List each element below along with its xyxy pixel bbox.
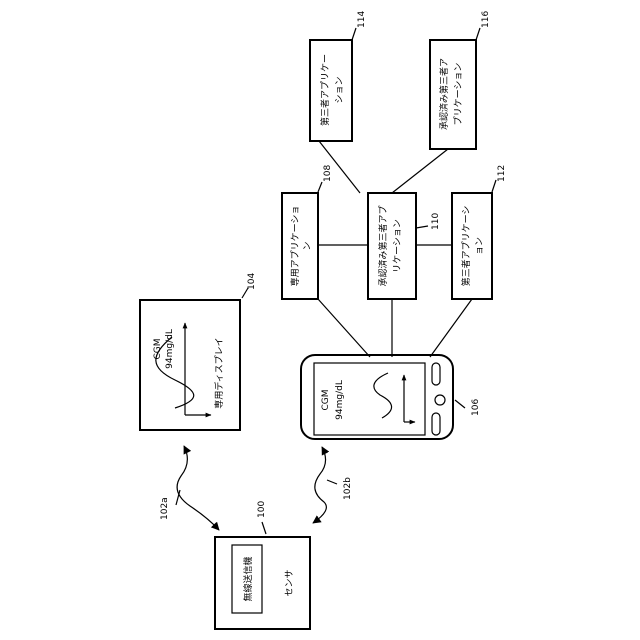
third-party-app-ref: 112: [497, 165, 507, 182]
third-party-app-2-block: 第三者アプリケー ション 114: [310, 11, 367, 141]
third-party-app-2-line1: 第三者アプリケー: [319, 54, 331, 126]
display-ref: 104: [247, 273, 257, 290]
phone-wireless-link: [313, 447, 326, 523]
display-link-ref: 102a: [160, 497, 170, 520]
sensor-ref: 100: [257, 501, 267, 518]
smartphone-block: CGM 94mg/dL 106: [301, 355, 481, 439]
sensor-block: 無線送信機 センサ 100: [215, 501, 310, 629]
approved-app-line2: リケーション: [392, 219, 403, 273]
approved-app-2-line2: プリケーション: [453, 63, 464, 126]
phone-metric-value: 94mg/dL: [335, 380, 345, 420]
phone-link-ref: 102b: [343, 477, 353, 500]
third-party-app-2-line2: ション: [335, 76, 345, 103]
approved-app-line1: 承認済み第三者アプ: [377, 205, 389, 286]
third-party-app-2-ref: 114: [357, 11, 367, 28]
phone-metric-label: CGM: [321, 389, 331, 410]
dedicated-app-line1: 専用アプリケーショ: [289, 206, 301, 287]
display-metric-label: CGM: [153, 338, 163, 359]
display-metric-value: 94mg/dL: [165, 329, 175, 369]
dedicated-display-block: CGM 94mg/dL 専用ディスプレイ 104: [140, 273, 257, 430]
display-wireless-link: [177, 446, 219, 530]
dedicated-app-ref: 108: [323, 165, 333, 182]
approved-app-ref: 110: [431, 213, 441, 230]
dedicated-app-line2: ン: [303, 241, 313, 250]
approved-app-2-line1: 承認済み第三者ア: [438, 58, 450, 130]
third-party-app-line1: 第三者アプリケーシ: [460, 206, 472, 287]
dedicated-app-block: 専用アプリケーショ ン 108: [282, 165, 333, 299]
approved-app-block: 承認済み第三者アプ リケーション 110: [368, 193, 441, 299]
approved-app-2-block: 承認済み第三者ア プリケーション 116: [430, 11, 491, 149]
wireless-transmitter-label: 無線送信機: [242, 556, 254, 601]
sensor-label: センサ: [284, 569, 295, 596]
approved-app-2-ref: 116: [481, 11, 491, 28]
third-party-app-block: 第三者アプリケーシ ョン 112: [452, 165, 507, 299]
phone-ref: 106: [471, 399, 481, 416]
third-party-app-line2: ョン: [475, 237, 485, 255]
display-label: 専用ディスプレイ: [213, 337, 225, 408]
